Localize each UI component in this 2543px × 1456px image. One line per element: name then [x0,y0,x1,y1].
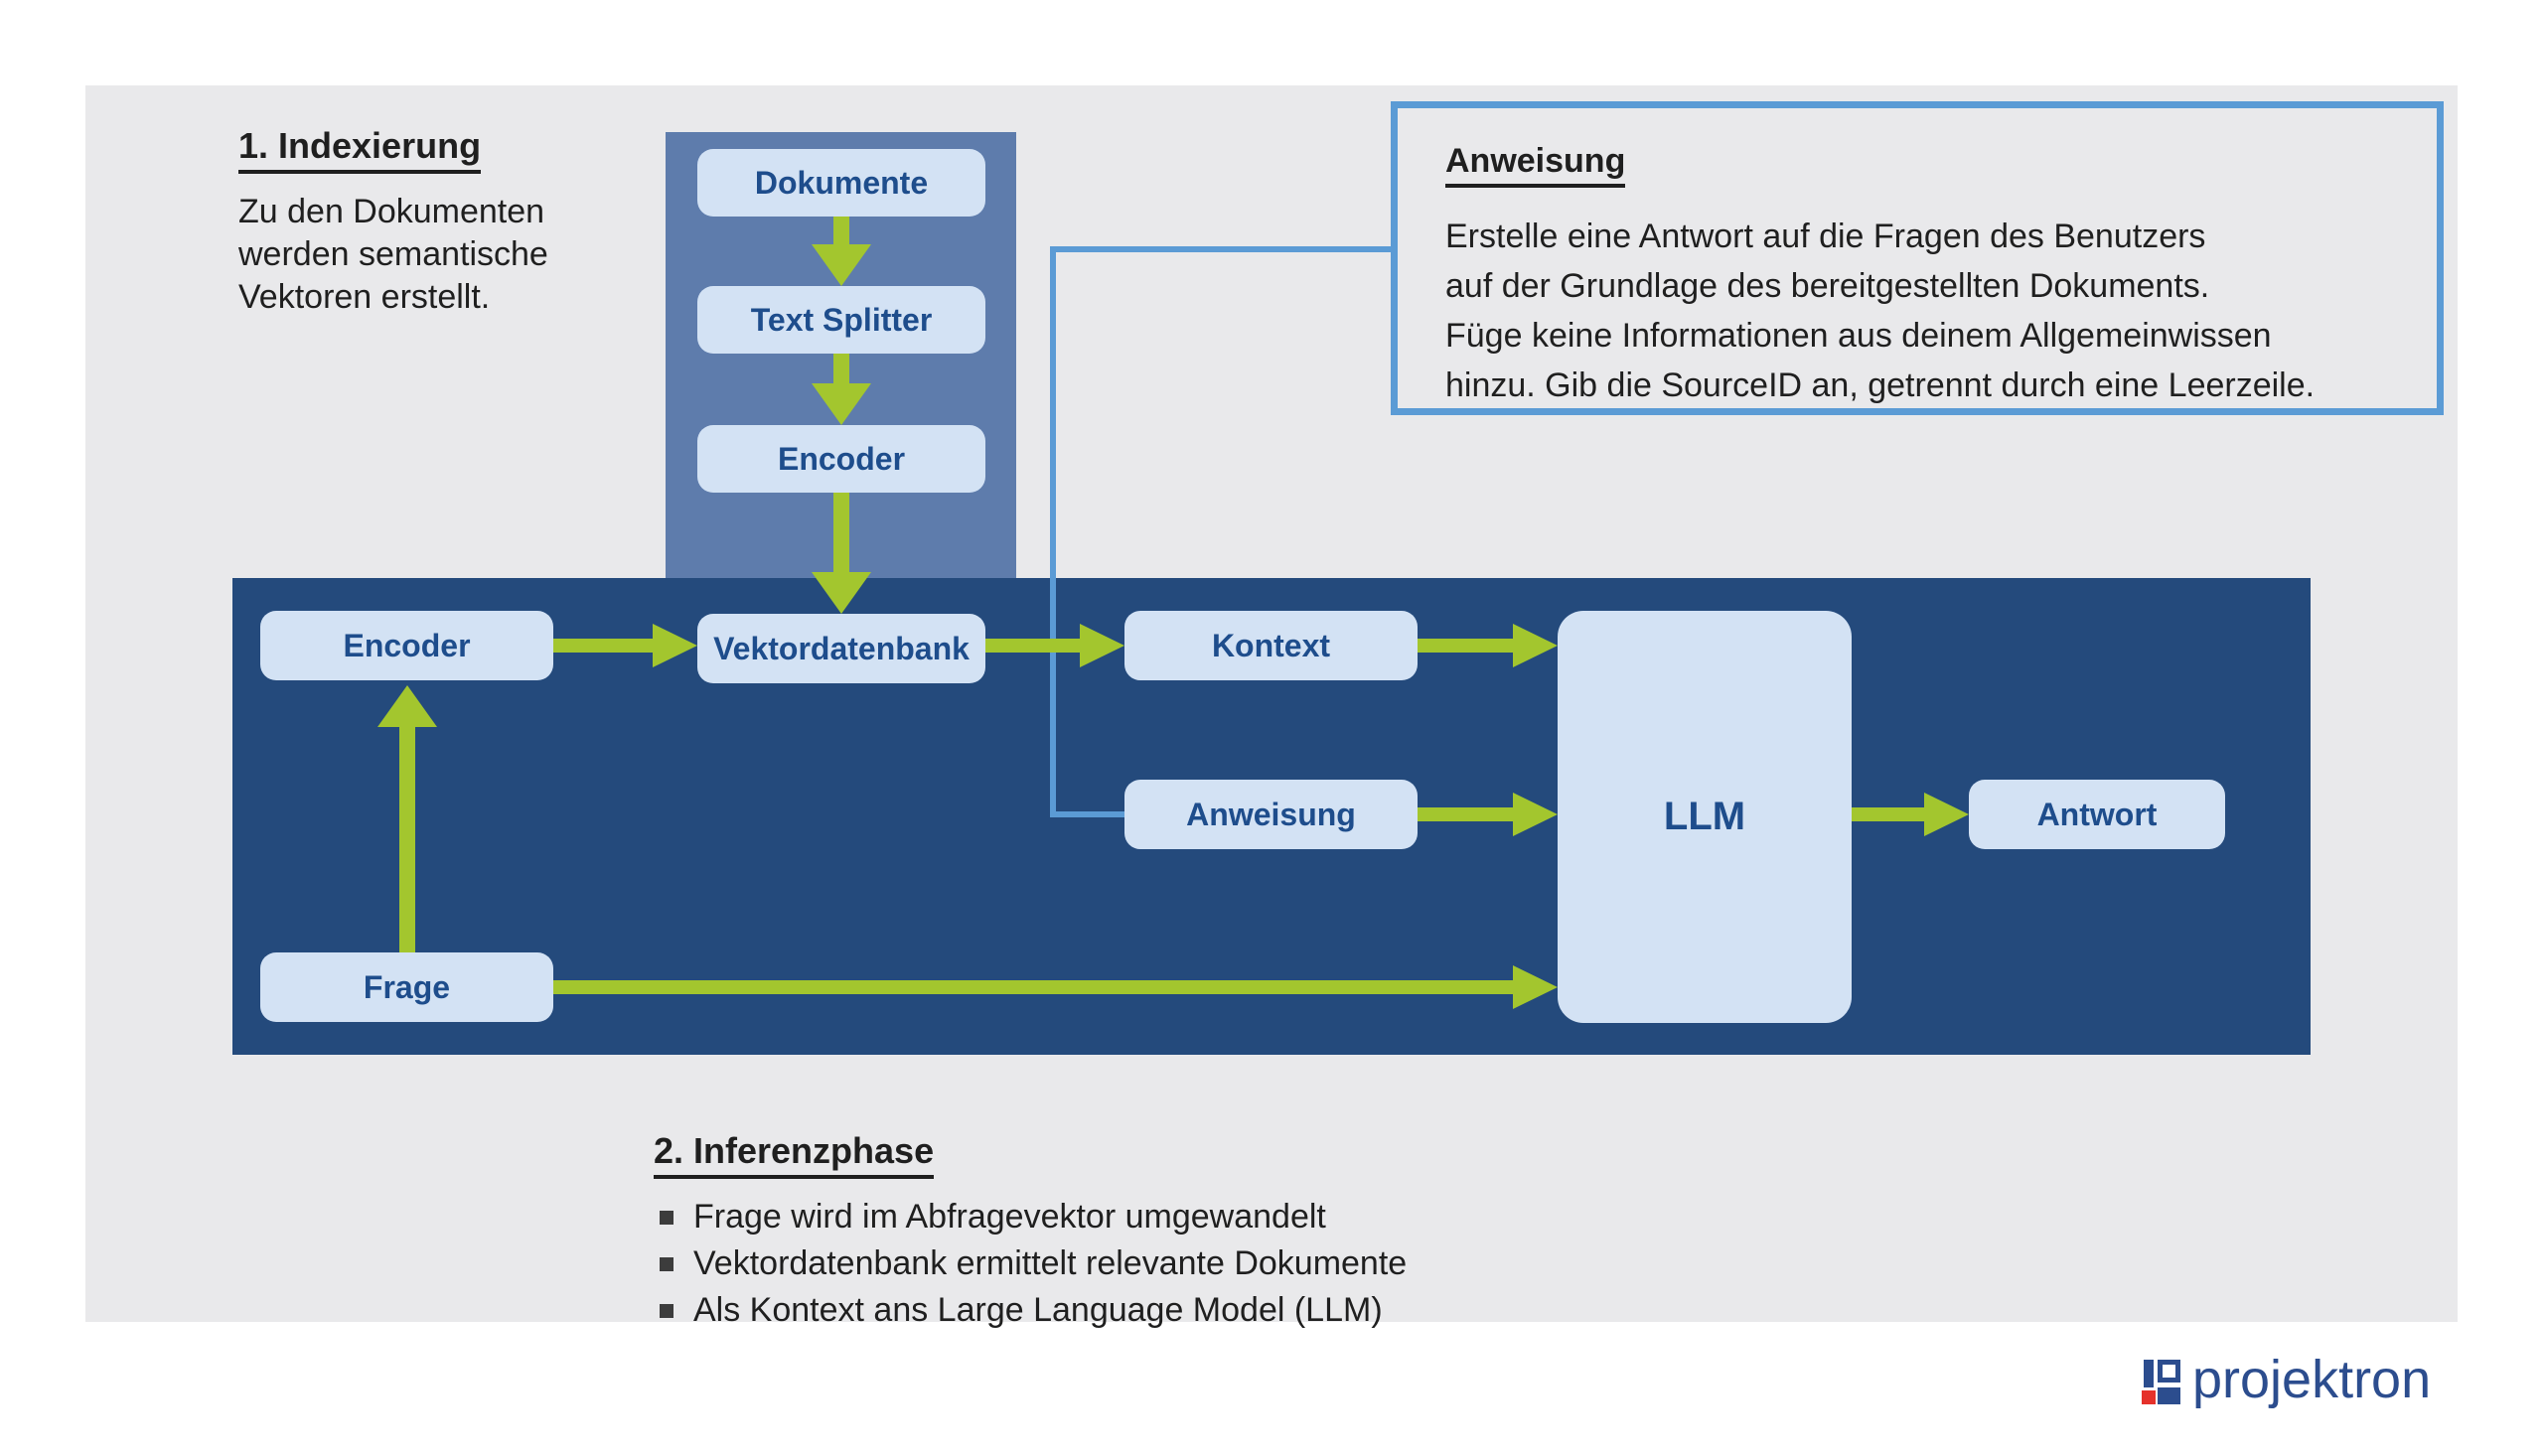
logo-solid-square-icon [2158,1387,2180,1404]
arrowhead-up-icon [377,685,437,727]
arrowhead-down-icon [812,572,871,614]
arrow-vektordatenbank-to-kontext [985,639,1082,653]
callout-connector-line [1050,811,1127,817]
arrow-dokumente-to-textsplitter [833,217,849,248]
arrow-llm-to-antwort [1852,807,1926,821]
instruction-callout-body: Erstelle eine Antwort auf die Fragen des… [1445,218,2316,404]
arrow-frage-to-llm [553,980,1515,994]
arrow-kontext-to-llm [1418,639,1515,653]
list-item: Frage wird im Abfragevektor umgewandelt [660,1198,1407,1244]
node-kontext: Kontext [1124,611,1418,680]
logo-red-square-icon [2142,1390,2156,1404]
node-encoder-inference: Encoder [260,611,553,680]
indexing-section-title-text: 1. Indexierung [238,125,482,174]
callout-connector-line [1050,246,1056,817]
arrowhead-right-icon [1513,965,1558,1009]
arrowhead-right-icon [653,624,697,667]
node-dokumente: Dokumente [697,149,985,217]
arrowhead-down-icon [812,244,871,286]
list-item: Vektordatenbank ermittelt relevante Doku… [660,1244,1407,1291]
indexing-section-title: 1. Indexierung [238,125,482,174]
bullet-square-icon [660,1304,673,1318]
bullet-square-icon [660,1211,673,1225]
node-antwort: Antwort [1969,780,2225,849]
node-frage: Frage [260,952,553,1022]
logo-blue-bar-icon [2144,1360,2154,1387]
arrow-anweisung-to-llm [1418,807,1515,821]
arrow-frage-to-encoder [399,725,415,952]
node-anweisung: Anweisung [1124,780,1418,849]
inference-section-title-text: 2. Inferenzphase [654,1130,935,1179]
arrowhead-right-icon [1924,793,1969,836]
instruction-callout-title-text: Anweisung [1445,142,1626,188]
arrowhead-down-icon [812,383,871,425]
instruction-callout-title: Anweisung [1445,142,1626,188]
bullet-text: Als Kontext ans Large Language Model (LL… [693,1291,1383,1329]
bullet-text: Vektordatenbank ermittelt relevante Doku… [693,1244,1408,1282]
callout-connector-line [1050,246,1391,252]
instruction-callout: Anweisung Erstelle eine Antwort auf die … [1391,101,2444,415]
arrowhead-right-icon [1080,624,1124,667]
arrowhead-right-icon [1513,624,1558,667]
node-text-splitter: Text Splitter [697,286,985,354]
list-item: Als Kontext ans Large Language Model (LL… [660,1291,1407,1338]
inference-bullet-list: Frage wird im Abfragevektor umgewandelt … [660,1198,1407,1338]
arrow-textsplitter-to-encoder [833,354,849,385]
logo-hollow-square-icon [2158,1360,2180,1383]
node-llm: LLM [1558,611,1852,1023]
inference-section-title: 2. Inferenzphase [654,1130,935,1179]
indexing-section-description: Zu den Dokumenten werden semantische Vek… [238,193,548,316]
bullet-text: Frage wird im Abfragevektor umgewandelt [693,1198,1326,1236]
node-vektordatenbank: Vektordatenbank [697,614,985,683]
bullet-square-icon [660,1257,673,1271]
arrow-encoder-to-vektordatenbank-horizontal [553,639,655,653]
node-encoder-indexing: Encoder [697,425,985,493]
arrow-encoder-to-vektordatenbank [833,493,849,574]
projektron-logo: projektron [2142,1346,2450,1425]
arrowhead-right-icon [1513,793,1558,836]
projektron-logo-text: projektron [2192,1350,2432,1409]
